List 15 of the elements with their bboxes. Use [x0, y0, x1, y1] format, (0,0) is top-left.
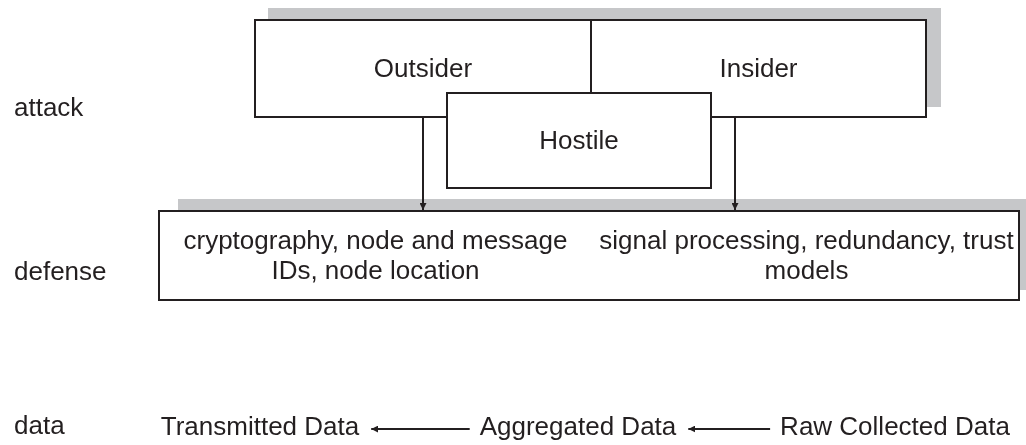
- process-box: Insider: [590, 19, 927, 118]
- row-label: defense: [14, 256, 107, 287]
- arrow: [687, 425, 772, 433]
- row-label: data: [14, 410, 65, 441]
- arrow: [731, 117, 739, 211]
- data-stage-label: Aggregated Data: [448, 410, 708, 444]
- row-label: attack: [14, 92, 84, 123]
- node-text: cryptography, node and message IDs, node location: [182, 225, 569, 286]
- defense-box: [158, 210, 1020, 301]
- process-box: Hostile: [446, 92, 712, 189]
- node-text: signal processing, redundancy, trust models: [598, 225, 1015, 286]
- arrow: [370, 425, 471, 433]
- arrow: [419, 117, 427, 211]
- data-stage-label: Raw Collected Data: [770, 410, 1020, 444]
- data-stage-label: Transmitted Data: [130, 410, 390, 444]
